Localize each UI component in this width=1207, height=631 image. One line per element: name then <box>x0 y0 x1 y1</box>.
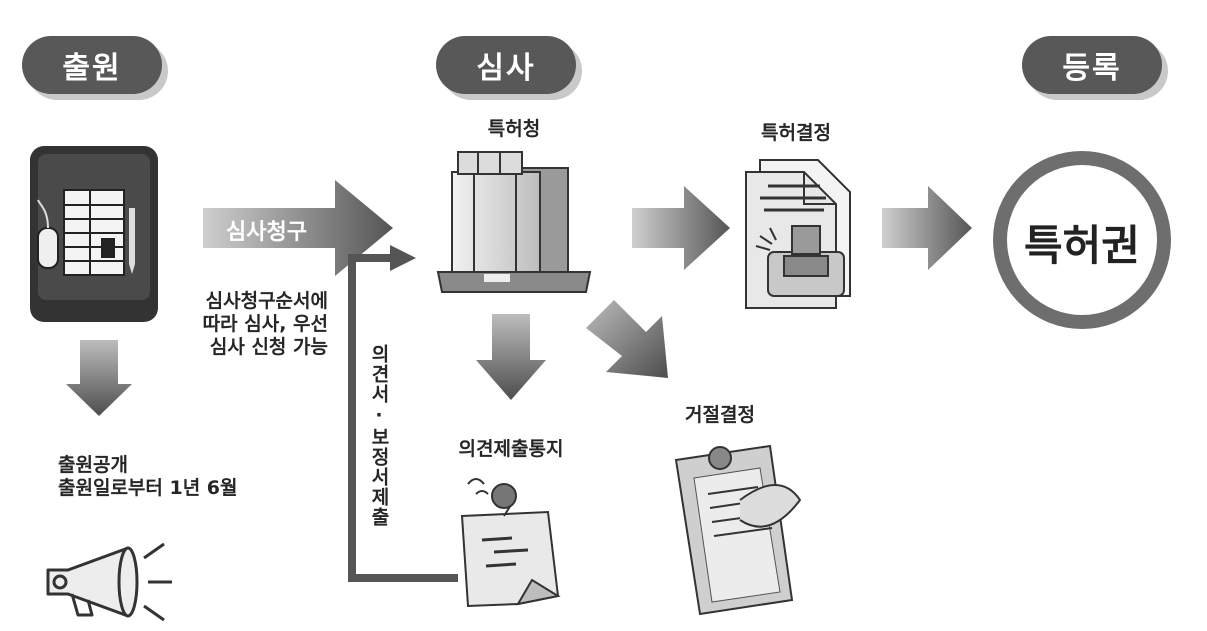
patent-office-label: 특허청 <box>487 118 541 140</box>
rejection-decision-label: 거절결정 <box>685 404 755 426</box>
down-arrow-opinion-notice <box>476 314 546 400</box>
diagonal-arrow-rejection <box>586 300 668 378</box>
patent-right-ring <box>993 151 1171 329</box>
priority-note-line-1: 심사청구순서에 <box>205 290 328 312</box>
exam-request-label: 심사청구 <box>226 220 307 245</box>
stage-examination: 심사 <box>436 36 576 94</box>
megaphone-icon <box>46 542 172 622</box>
patent-office-building-icon <box>436 151 592 293</box>
publication-note: 출원공개 출원일로부터 1년 6월 <box>58 454 238 500</box>
arrow-to-patent-decision <box>632 186 730 270</box>
patent-right-label: 특허권 <box>1024 221 1140 270</box>
priority-note-line-3: 심사 신청 가능 <box>209 335 328 358</box>
application-form-icon <box>30 146 158 322</box>
opinion-notice-label: 의견제출통지 <box>458 438 564 460</box>
down-arrow-publication <box>66 340 132 416</box>
opinion-amendment-vertical-label: 의견서·보정서제출 <box>368 344 390 527</box>
publication-line-2: 출원일로부터 1년 6월 <box>58 476 238 499</box>
patent-decision-document-icon <box>745 159 851 309</box>
publication-line-1: 출원공개 <box>58 454 128 476</box>
arrow-to-patent-right <box>882 186 972 270</box>
stage-registration: 등록 <box>1022 36 1162 94</box>
rejection-clipboard-icon <box>674 444 802 616</box>
priority-exam-note: 심사청구순서에 따라 심사, 우선 심사 신청 가능 <box>168 290 328 358</box>
feedback-loop-arrow <box>348 245 458 582</box>
patent-decision-label: 특허결정 <box>761 122 831 144</box>
priority-note-line-2: 따라 심사, 우선 <box>202 312 328 335</box>
stage-filing: 출원 <box>22 36 162 94</box>
opinion-notice-memo-icon <box>460 478 561 608</box>
exam-request-arrow <box>203 180 393 276</box>
